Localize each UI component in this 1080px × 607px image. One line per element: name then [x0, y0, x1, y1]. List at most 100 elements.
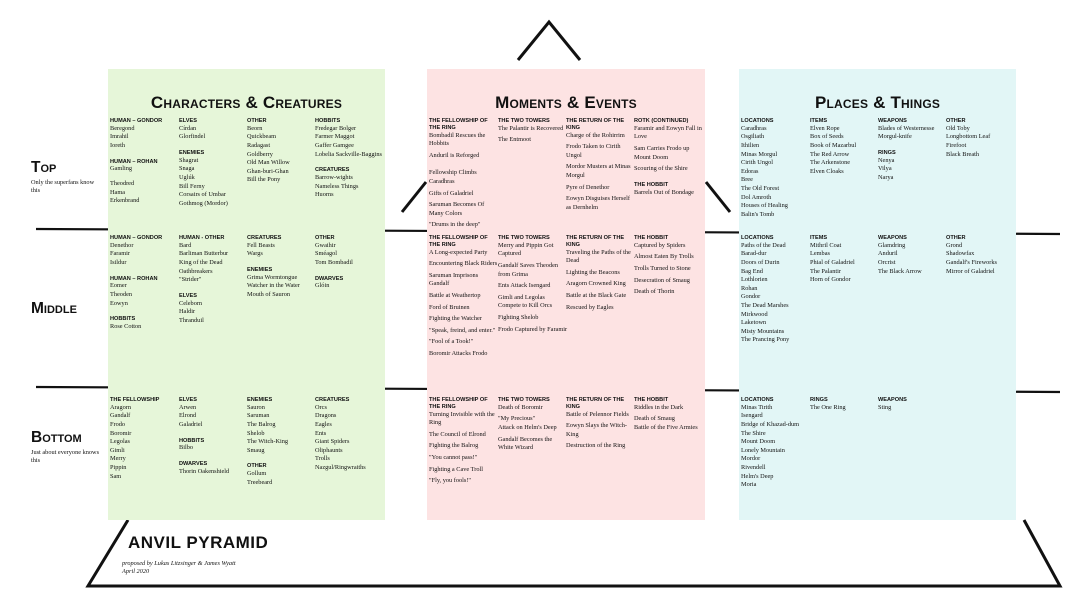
pyramid-edge-left-upper [400, 181, 428, 213]
entry-item: Ents [315, 429, 327, 437]
entry-item: Saruman Imprisons Gandalf [429, 271, 479, 288]
entry-item: Aragorn Crowned King [566, 280, 626, 288]
sub-column: The Fellowship of the RingTurning Invisi… [429, 397, 499, 489]
category-group: Human – GondorBeregondImrahilIoreth [110, 118, 180, 151]
entry-item: Elrond [179, 412, 197, 420]
entry-item: Farmer Maggot [315, 133, 355, 141]
category-heading: Human – Gondor [110, 118, 163, 124]
column-title: Characters & Creatures [150, 93, 343, 112]
entry-item: Shagrat [179, 156, 199, 164]
category-heading: The Hobbit [634, 235, 669, 241]
category-group: EnemiesSauronSarumanThe BalrogShelobThe … [247, 397, 317, 455]
entry-item: Oliphaunts [315, 446, 343, 454]
category-group: The Fellowship of the RingBombadil Rescu… [429, 118, 499, 230]
entry-item: Eowyn [110, 299, 128, 307]
credit-authors: proposed by Lukas Litzsinger & James Wya… [122, 560, 236, 567]
category-group: The Return of the KingTraveling the Path… [566, 235, 636, 312]
category-heading: Elves [179, 397, 197, 403]
entry-item: Eagles [315, 420, 332, 428]
entry-item: Huorns [315, 191, 334, 199]
entry-item: Galadriel [179, 420, 203, 428]
category-group: The Two TowersThe Palantir is RecoveredT… [498, 118, 568, 145]
entry-item: Gandalf Becomes the White Wizard [498, 435, 553, 452]
entry-item: The Shire [741, 429, 766, 437]
entry-item: Battle of Pelennor Fields [566, 410, 629, 418]
sub-column: The Two TowersThe Palantir is RecoveredT… [498, 118, 568, 145]
entry-item: Boromir [110, 429, 132, 437]
entry-item: Vilya [878, 165, 892, 173]
column-characters-creatures: Characters & CreaturesHuman – GondorBere… [108, 69, 385, 520]
entry-item: Goldberry [247, 150, 273, 158]
category-heading: The Fellowship [110, 397, 160, 403]
category-heading: Other [315, 235, 335, 241]
entry-item: Grond [946, 241, 963, 249]
category-group: LocationsPaths of the DeadBarad-durDoors… [741, 235, 811, 345]
category-heading: The Hobbit [634, 181, 669, 188]
entry-item: Giant Spiders [315, 438, 350, 446]
sub-column: Human – GondorBeregondImrahilIorethHuman… [110, 118, 180, 206]
category-group: The FellowshipAragornGandalfFrodoBoromir… [110, 397, 180, 481]
entry-item: Bag End [741, 267, 763, 275]
sub-column: Human - OtherBardBarliman ButterburKing … [179, 235, 249, 325]
entry-item: Barrels Out of Bondage [634, 188, 694, 196]
entry-item: Rivendell [741, 463, 766, 471]
entry-item: Orcrist [878, 258, 896, 266]
entry-item: Death of Thorin [634, 288, 675, 296]
category-group: OtherBeornQuickbeamRadagastGoldberryOld … [247, 118, 317, 185]
entry-item: Quickbeam [247, 133, 277, 141]
category-group: ElvesArwenElrondGaladriel [179, 397, 249, 430]
entry-item: Tom Bombadil [315, 258, 353, 266]
entry-item: Gondor [741, 293, 761, 301]
tier-label-middle: Middle [31, 300, 77, 317]
category-heading: Locations [741, 397, 774, 403]
entry-item: Anduril is Reforged [429, 151, 480, 159]
entry-item: Bridge of Khazad-dum [741, 420, 800, 428]
column-moments-events: Moments & EventsThe Fellowship of the Ri… [427, 69, 705, 520]
category-group: DwarvesGlóin [315, 276, 385, 291]
entry-item: Gaffer Gamgee [315, 141, 354, 149]
sub-column: CreaturesOrcsDragonsEaglesEntsGiant Spid… [315, 397, 385, 473]
entry-item: Mithril Coat [810, 241, 842, 249]
entry-item: Bill Ferny [179, 182, 205, 190]
category-heading: Items [810, 118, 828, 124]
category-heading: Dwarves [315, 275, 344, 282]
entry-item: Radagast [247, 141, 271, 149]
category-group: ElvesCírdanGlorfindel [179, 118, 249, 142]
entry-item: Saruman [247, 412, 270, 420]
entry-item: Grima Wormtongue [247, 273, 298, 281]
category-heading: Creatures [315, 397, 350, 403]
category-group: LocationsCaradhrasOsgiliathIthilienMinas… [741, 118, 811, 219]
sub-column: The Fellowship of the RingBombadil Rescu… [429, 118, 499, 233]
sub-column: OtherGwaihirSméagolTom BombadilDwarvesGl… [315, 235, 385, 291]
pyramid-credits: proposed by Lukas Litzsinger & James Wya… [122, 560, 236, 576]
category-heading: Items [810, 235, 828, 241]
pyramid-base [85, 519, 1063, 588]
entry-item: Círdan [179, 124, 197, 132]
sub-column: WeaponsGlamdringAndurilOrcristThe Black … [878, 235, 948, 276]
entry-item: Barrow-wights [315, 173, 353, 181]
category-heading: The Fellowship of the Ring [429, 235, 488, 248]
column-title: Places & Things [814, 93, 941, 112]
category-heading: Weapons [878, 235, 907, 241]
entry-item: Desecration of Smaug [634, 276, 690, 284]
entry-item: Frodo Captured by Faramir [498, 325, 568, 333]
sub-column: RingsThe One Ring [810, 397, 880, 412]
entry-item: Wargs [247, 250, 263, 258]
category-heading: Other [247, 463, 267, 470]
category-group: Human - OtherBardBarliman ButterburKing … [179, 235, 249, 285]
sub-column: Human – GondorDenethorFaramirIsildurHuma… [110, 235, 180, 332]
sub-column: The Return of the KingTraveling the Path… [566, 235, 636, 315]
entry-item: "My Precious" [498, 415, 536, 423]
sub-column: EnemiesSauronSarumanThe BalrogShelobThe … [247, 397, 317, 487]
entry-item: Isengard [741, 412, 763, 420]
entry-item: The Witch-King [247, 438, 289, 446]
entry-item: Gwaihir [315, 241, 336, 249]
entry-item: Mordor Musters at Minas Morgul [566, 163, 631, 179]
entry-item: Beregond [110, 124, 135, 132]
entry-item: Mordor [741, 455, 761, 463]
entry-item: Fredegar Bolger [315, 124, 357, 132]
